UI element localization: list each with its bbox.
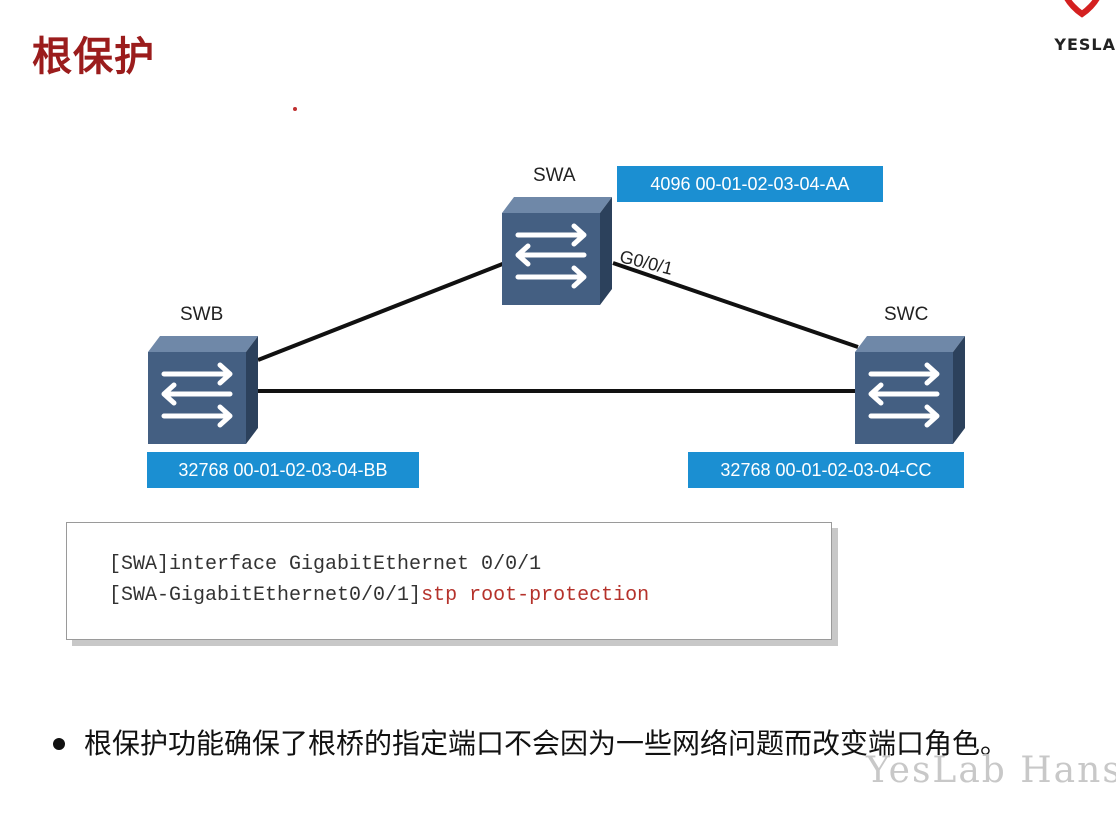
swa-bridge-id: 4096 00-01-02-03-04-AA [617,166,883,202]
config-box: [SWA]interface GigabitEthernet 0/0/1 [SW… [66,522,832,640]
config-command: stp root-protection [421,584,650,607]
link-swa-swb [257,261,506,362]
swc-switch-icon[interactable] [853,332,965,444]
link-swa-swc [612,261,859,349]
bullet-text: 根保护功能确保了根桥的指定端口不会因为一些网络问题而改变端口角色。 [84,727,1009,760]
swb-switch-icon[interactable] [146,332,258,444]
stray-dot [293,107,297,111]
logo-heart-icon [1064,0,1100,18]
swb-bridge-id: 32768 00-01-02-03-04-BB [147,452,419,488]
swc-bridge-id: 32768 00-01-02-03-04-CC [688,452,964,488]
config-prompt: [SWA-GigabitEthernet0/0/1] [109,584,422,607]
swa-switch-icon[interactable] [500,193,612,305]
bullet-dot-icon [53,738,65,750]
slide-title: 根保护 [32,34,155,80]
config-line-1: [SWA]interface GigabitEthernet 0/0/1 [109,553,542,576]
watermark: YesLab Hans [866,750,1116,791]
swb-label: SWB [180,304,224,325]
yeslab-logo: YESLA [1044,0,1116,60]
logo-text: YESLA [1054,35,1116,54]
config-line-2: [SWA-GigabitEthernet0/0/1]stp root-prote… [109,584,649,607]
swc-label: SWC [884,304,929,325]
swa-label: SWA [533,165,576,186]
